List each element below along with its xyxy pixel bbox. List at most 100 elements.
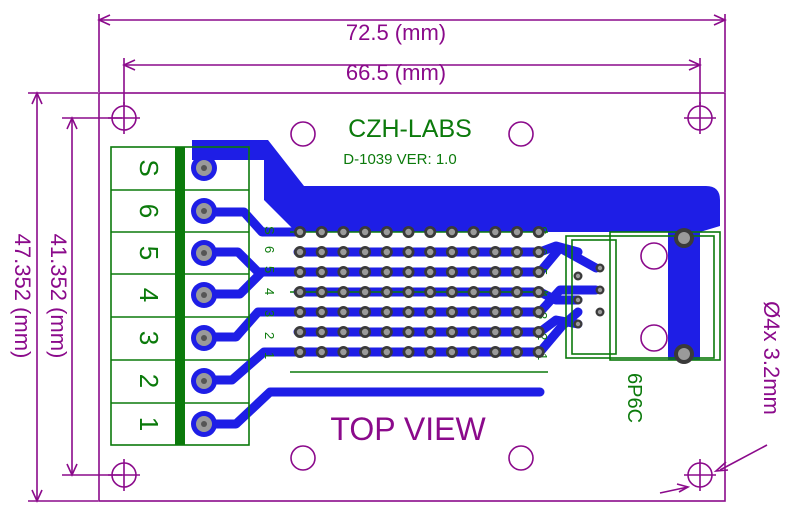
header-pad	[427, 228, 434, 236]
rj-pin	[597, 309, 603, 315]
rj-shield-pad	[678, 348, 690, 360]
pin-label-left-2: 2	[262, 332, 277, 339]
pads	[191, 155, 694, 437]
mounting-hole-icon	[684, 102, 716, 134]
header-pad	[513, 288, 521, 296]
header-pad	[405, 268, 412, 276]
header-pad	[470, 348, 477, 356]
header-pad	[296, 228, 304, 236]
header-pad	[383, 268, 390, 276]
hole-spec-label: Ø4x 3.2mm	[759, 301, 784, 415]
header-pad	[513, 308, 521, 316]
header-pad	[361, 348, 369, 356]
header-pad	[513, 348, 521, 356]
rj-pin	[575, 321, 581, 327]
terminal-labels: S 6 5 4 3 2 1	[134, 159, 164, 431]
pin-label-left-5: 5	[262, 266, 277, 273]
header-pad	[383, 348, 390, 356]
rj-pin	[575, 297, 581, 303]
header-pad	[492, 268, 499, 276]
header-pad	[535, 348, 542, 356]
terminal-label-1: 1	[134, 417, 164, 431]
header-pad	[492, 328, 499, 336]
outer-width-label: 72.5 (mm)	[346, 20, 446, 45]
terminal-pad	[201, 292, 207, 298]
terminal-pad	[201, 250, 207, 256]
header-pad	[492, 228, 499, 236]
shield-trace	[192, 140, 720, 360]
rail-lines	[290, 231, 548, 373]
header-pad	[361, 308, 369, 316]
header-pad	[361, 288, 369, 296]
header-pad	[340, 288, 347, 296]
header-pad	[405, 248, 412, 256]
header-pad	[361, 248, 369, 256]
header-pad	[427, 348, 434, 356]
header-pad	[513, 228, 521, 236]
header-pad	[535, 268, 542, 276]
terminal-pad	[201, 208, 207, 214]
header-pad	[470, 268, 477, 276]
header-pad	[318, 228, 325, 236]
pin-label-left-4: 4	[262, 288, 277, 295]
header-pad	[470, 308, 477, 316]
header-pad	[383, 308, 390, 316]
header-pad	[340, 268, 347, 276]
mounting-hole-icon	[108, 459, 140, 491]
header-pad	[448, 308, 456, 316]
pin-label-left-6: 6	[262, 246, 277, 253]
header-pad	[513, 248, 521, 256]
header-pad	[361, 228, 369, 236]
header-pad	[296, 348, 304, 356]
header-pad	[535, 308, 542, 316]
header-pad	[340, 228, 347, 236]
header-pad	[535, 228, 542, 236]
outer-height-label: 47.352 (mm)	[10, 234, 35, 359]
header-pad	[405, 288, 412, 296]
header-pin-labels-left: S 6 5 4 3 2 1	[262, 226, 277, 359]
header-pad	[492, 288, 499, 296]
header-pad	[383, 328, 390, 336]
rj-pin	[575, 273, 581, 279]
terminal-pad	[201, 165, 207, 171]
rj-shield-pad	[678, 232, 690, 244]
terminal-label-5: 5	[134, 246, 164, 260]
terminal-label-4: 4	[134, 288, 164, 302]
header-pad	[513, 328, 521, 336]
header-pad	[513, 268, 521, 276]
header-pad	[318, 328, 325, 336]
model-label: D-1039 VER: 1.0	[343, 151, 456, 168]
header-pad	[492, 308, 499, 316]
header-pad	[470, 248, 477, 256]
header-pad	[427, 268, 434, 276]
header-pad	[492, 348, 499, 356]
header-pad	[405, 348, 412, 356]
header-pad	[296, 288, 304, 296]
header-pad	[318, 268, 325, 276]
brand-label: CZH-LABS	[348, 115, 472, 143]
mounting-holes	[108, 102, 716, 491]
mounting-hole-icon	[684, 459, 716, 491]
header-pad	[470, 288, 477, 296]
pin-label-left-3: 3	[262, 310, 277, 317]
mounting-hole-icon	[108, 102, 140, 134]
terminal-pad	[201, 378, 207, 384]
pin-label-left-s: S	[262, 226, 277, 235]
terminal-label-3: 3	[134, 331, 164, 345]
header-pad	[318, 308, 325, 316]
header-pad	[318, 348, 325, 356]
header-pad	[448, 288, 456, 296]
header-pad	[340, 308, 347, 316]
header-pad	[383, 248, 390, 256]
terminal-pad	[201, 335, 207, 341]
header-pad	[535, 248, 542, 256]
terminal-label-6: 6	[134, 204, 164, 218]
rj-pin	[597, 265, 603, 271]
terminal-bar	[175, 147, 185, 445]
terminal-pad	[201, 421, 207, 427]
terminal-label-s: S	[134, 159, 164, 176]
connector-label: 6P6C	[623, 373, 645, 423]
header-pad	[296, 248, 304, 256]
header-pad	[383, 288, 390, 296]
